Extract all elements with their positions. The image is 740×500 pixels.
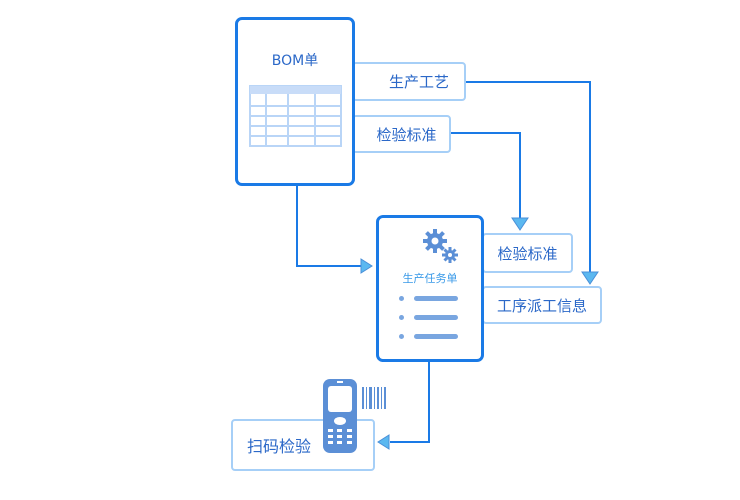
dispatch-label: 工序派工信息 <box>496 296 587 315</box>
barcode-scanner-icon <box>323 379 386 453</box>
dispatch-box: 工序派工信息 <box>482 286 602 324</box>
process-box: 生产工艺 <box>352 62 466 101</box>
connector-inspection-to-task-inspection <box>450 132 521 218</box>
bom-title: BOM单 <box>271 53 319 69</box>
inspection-label: 检验标准 <box>497 244 558 263</box>
scan-label: 扫码检验 <box>247 437 312 456</box>
table-icon <box>249 85 342 147</box>
arrow-left-icon <box>377 434 390 450</box>
process-label: 生产工艺 <box>388 73 449 91</box>
inspection-box-2: 检验标准 <box>482 233 573 273</box>
connector-bom-to-task <box>296 186 361 267</box>
connector-process-to-dispatch <box>465 81 591 272</box>
arrow-right-icon <box>360 258 373 274</box>
inspection-label: 检验标准 <box>376 125 437 144</box>
connector-task-to-scan <box>390 362 430 443</box>
task-card: 生产任务单 <box>376 215 484 362</box>
bom-card: BOM单 <box>235 17 355 186</box>
gears-icon <box>423 229 458 263</box>
arrow-down-icon <box>511 217 529 231</box>
inspection-box-1: 检验标准 <box>352 115 451 153</box>
task-title: 生产任务单 <box>402 272 458 285</box>
arrow-down-icon <box>581 271 599 285</box>
